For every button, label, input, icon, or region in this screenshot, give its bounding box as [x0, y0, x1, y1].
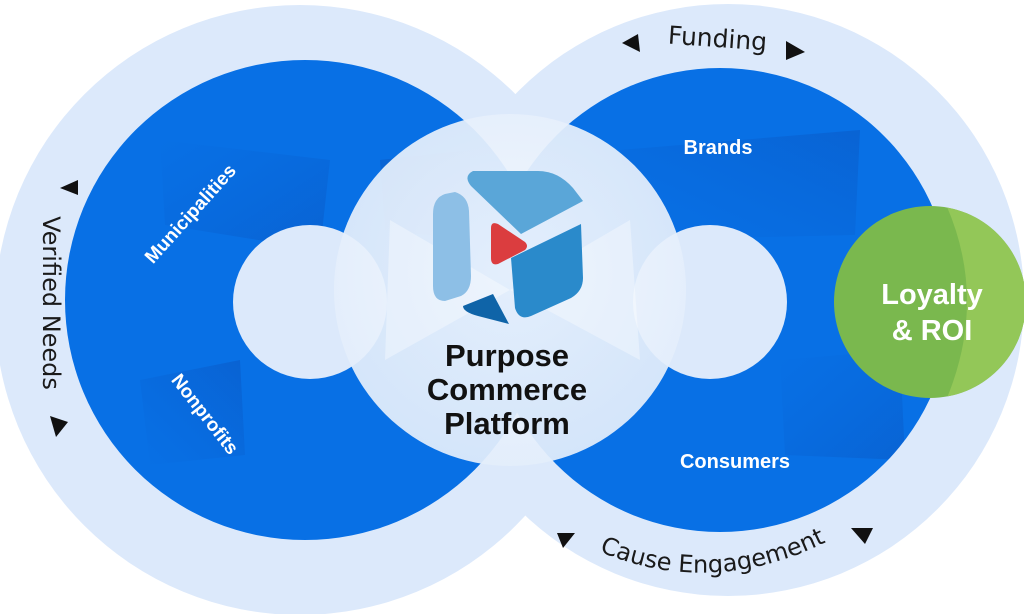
funding-right-arrow-icon — [786, 41, 805, 60]
outcome-line-1: Loyalty — [881, 279, 983, 311]
label-funding: Funding — [667, 21, 768, 57]
label-brands: Brands — [684, 137, 753, 159]
label-consumers: Consumers — [680, 451, 790, 473]
verified-up-arrow-icon — [60, 180, 78, 195]
cause-left-arrow-icon — [557, 533, 575, 548]
right-loop-shading — [620, 130, 905, 460]
platform-title-line-1: Purpose — [445, 338, 569, 373]
hexagon-play-logo-icon — [433, 171, 583, 324]
outcome-line-2: & ROI — [892, 315, 973, 347]
funding-left-arrow-icon — [622, 34, 640, 52]
cause-right-arrow-icon — [851, 528, 873, 544]
platform-title-line-3: Platform — [444, 406, 570, 441]
platform-circle — [334, 114, 686, 466]
verified-down-arrow-icon — [50, 416, 68, 437]
label-verified-needs: Verified Needs — [37, 216, 65, 390]
platform-title-line-2: Commerce — [427, 372, 587, 407]
